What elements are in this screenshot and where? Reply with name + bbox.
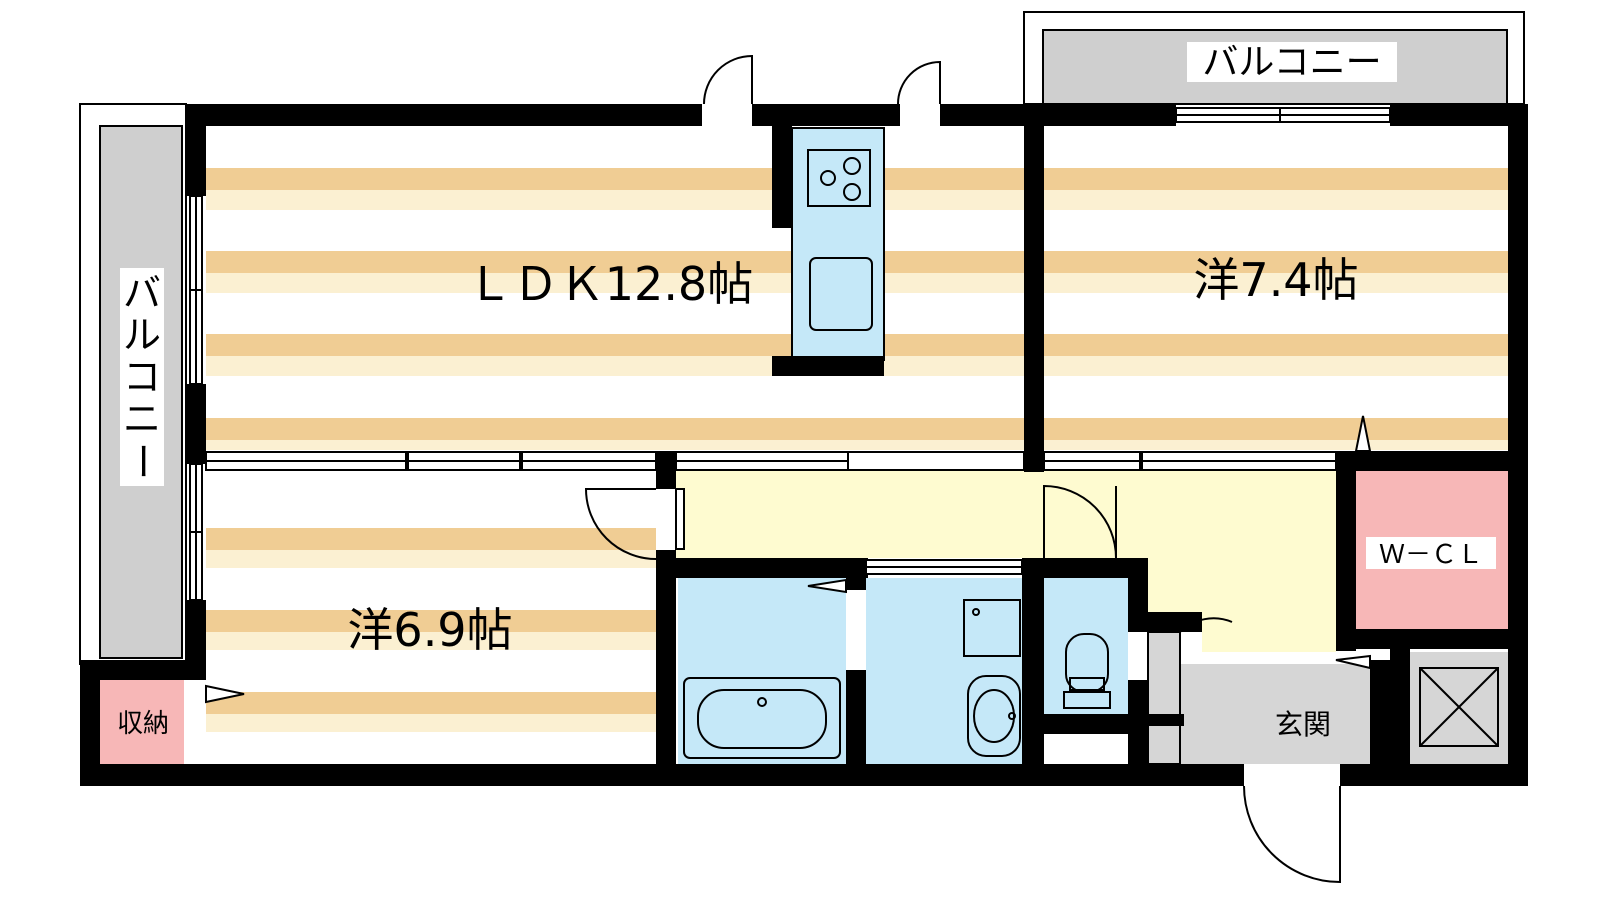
washbasin-icon — [963, 599, 1021, 757]
western-room-1-label: 洋7.4帖 — [1193, 253, 1358, 307]
shoe-cabinet — [1147, 631, 1181, 765]
toilet-icon — [1063, 633, 1111, 709]
utility-x-icon — [1419, 667, 1499, 747]
balcony-left-label: バ ル コ ニ ー — [120, 271, 164, 480]
bathtub-icon — [683, 677, 841, 759]
balcony-left-char: バ — [123, 271, 161, 315]
hallway-floor — [676, 471, 1336, 652]
balcony-left-char: コ — [123, 355, 161, 399]
storage-floor — [100, 680, 184, 764]
western-room-1-floor — [1044, 125, 1508, 451]
balcony-top-label: バルコニー — [1202, 42, 1381, 83]
storage-label: 収納 — [117, 709, 169, 739]
balcony-left-char: ー — [120, 442, 164, 480]
stove-icon — [807, 149, 871, 207]
balcony-left-char: ニ — [123, 397, 161, 441]
balcony-left — [79, 103, 187, 665]
balcony-left-char: ル — [123, 313, 161, 357]
sliding-partitions — [205, 451, 1337, 575]
sink-icon — [809, 257, 873, 331]
entrance-floor — [1148, 664, 1390, 764]
western-room-2-floor — [206, 471, 656, 765]
walk-in-closet-label: Ｗ－ＣＬ — [1379, 540, 1483, 570]
western-room-2-label: 洋6.9帖 — [347, 603, 512, 657]
entrance-label: 玄関 — [1275, 708, 1331, 741]
ldk-label: ＬＤＫ12.8帖 — [467, 257, 753, 311]
toilet-floor — [1044, 578, 1128, 714]
windows — [189, 107, 1391, 601]
doors — [205, 54, 1372, 884]
walls — [80, 104, 1528, 786]
